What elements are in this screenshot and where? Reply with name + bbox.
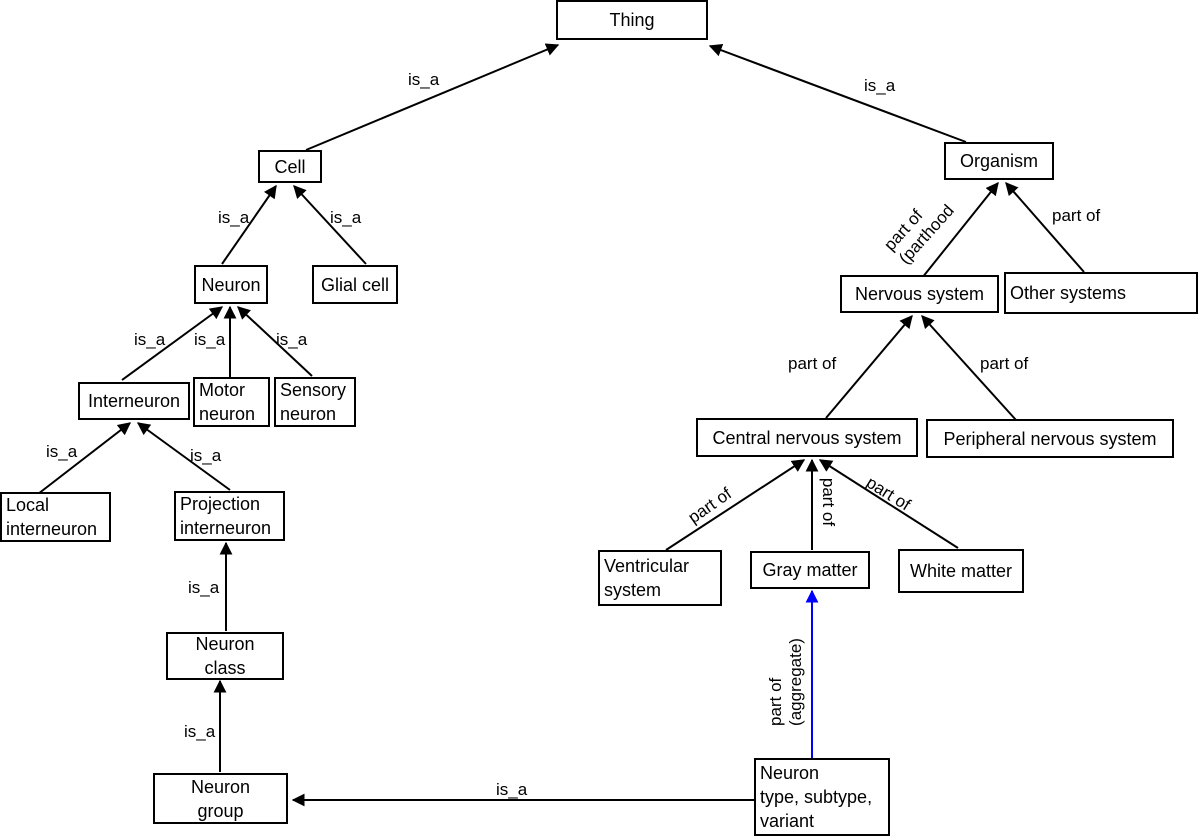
edge-cell-thing (305, 43, 560, 151)
node-nervous-system: Nervous system (840, 275, 999, 313)
edge-ventricular-cns (665, 459, 806, 551)
label-type-group: is_a (496, 780, 528, 799)
label-group-class: is_a (184, 722, 216, 741)
edge-neuron-cell (221, 184, 277, 265)
node-neuron-group: Neuron group (153, 773, 288, 824)
node-neuron-class: Neuron class (166, 632, 284, 680)
label-organism-thing: is_a (864, 76, 896, 95)
label-sensory-neuron: is_a (276, 330, 308, 349)
edge-organism-thing (708, 44, 967, 143)
label-glial-cell: is_a (330, 208, 362, 227)
label-type-gray: part of (aggregate) (765, 638, 805, 726)
edge-white-cns (818, 459, 959, 549)
edge-pns-nervous (921, 315, 1017, 421)
node-neuron: Neuron (194, 265, 268, 304)
edge-projection-interneuron (136, 422, 231, 491)
node-ventricular-system: Ventricular system (598, 550, 722, 606)
edge-cns-nervous (825, 315, 913, 419)
label-pns-nervous: part of (980, 354, 1029, 373)
node-other-systems: Other systems (1004, 272, 1198, 314)
edge-glial-cell (293, 185, 367, 265)
edge-other-organism (1005, 182, 1085, 273)
label-local-interneuron: is_a (46, 442, 78, 461)
edge-nervous-organism (921, 181, 999, 279)
edge-local-interneuron (37, 422, 132, 495)
edge-interneuron-neuron (121, 306, 224, 381)
label-motor-neuron: is_a (194, 330, 226, 349)
node-thing: Thing (556, 0, 708, 40)
label-cns-nervous: part of (788, 354, 837, 373)
node-projection-interneuron: Projection interneuron (174, 491, 285, 541)
node-cell: Cell (258, 150, 322, 183)
label-gray-cns: part of (819, 477, 839, 527)
label-neuron-cell: is_a (218, 208, 250, 227)
node-central-nervous-system: Central nervous system (696, 418, 918, 457)
node-local-interneuron: Local interneuron (0, 492, 111, 542)
node-organism: Organism (944, 142, 1054, 180)
node-interneuron: Interneuron (78, 382, 190, 420)
node-gray-matter: Gray matter (750, 551, 870, 589)
label-interneuron-neuron: is_a (134, 330, 166, 349)
edge-sensory-neuron (237, 306, 313, 377)
label-class-projection: is_a (188, 578, 220, 597)
label-other-organism: part of (1052, 206, 1101, 225)
label-cell-thing: is_a (408, 70, 440, 89)
node-glial-cell: Glial cell (312, 265, 398, 304)
node-white-matter: White matter (898, 549, 1024, 593)
node-neuron-type: Neuron type, subtype, variant (754, 758, 890, 836)
node-sensory-neuron: Sensory neuron (274, 377, 356, 427)
label-projection-interneuron: is_a (190, 446, 222, 465)
node-peripheral-nervous-system: Peripheral nervous system (926, 419, 1174, 458)
node-motor-neuron: Motor neuron (193, 377, 270, 427)
